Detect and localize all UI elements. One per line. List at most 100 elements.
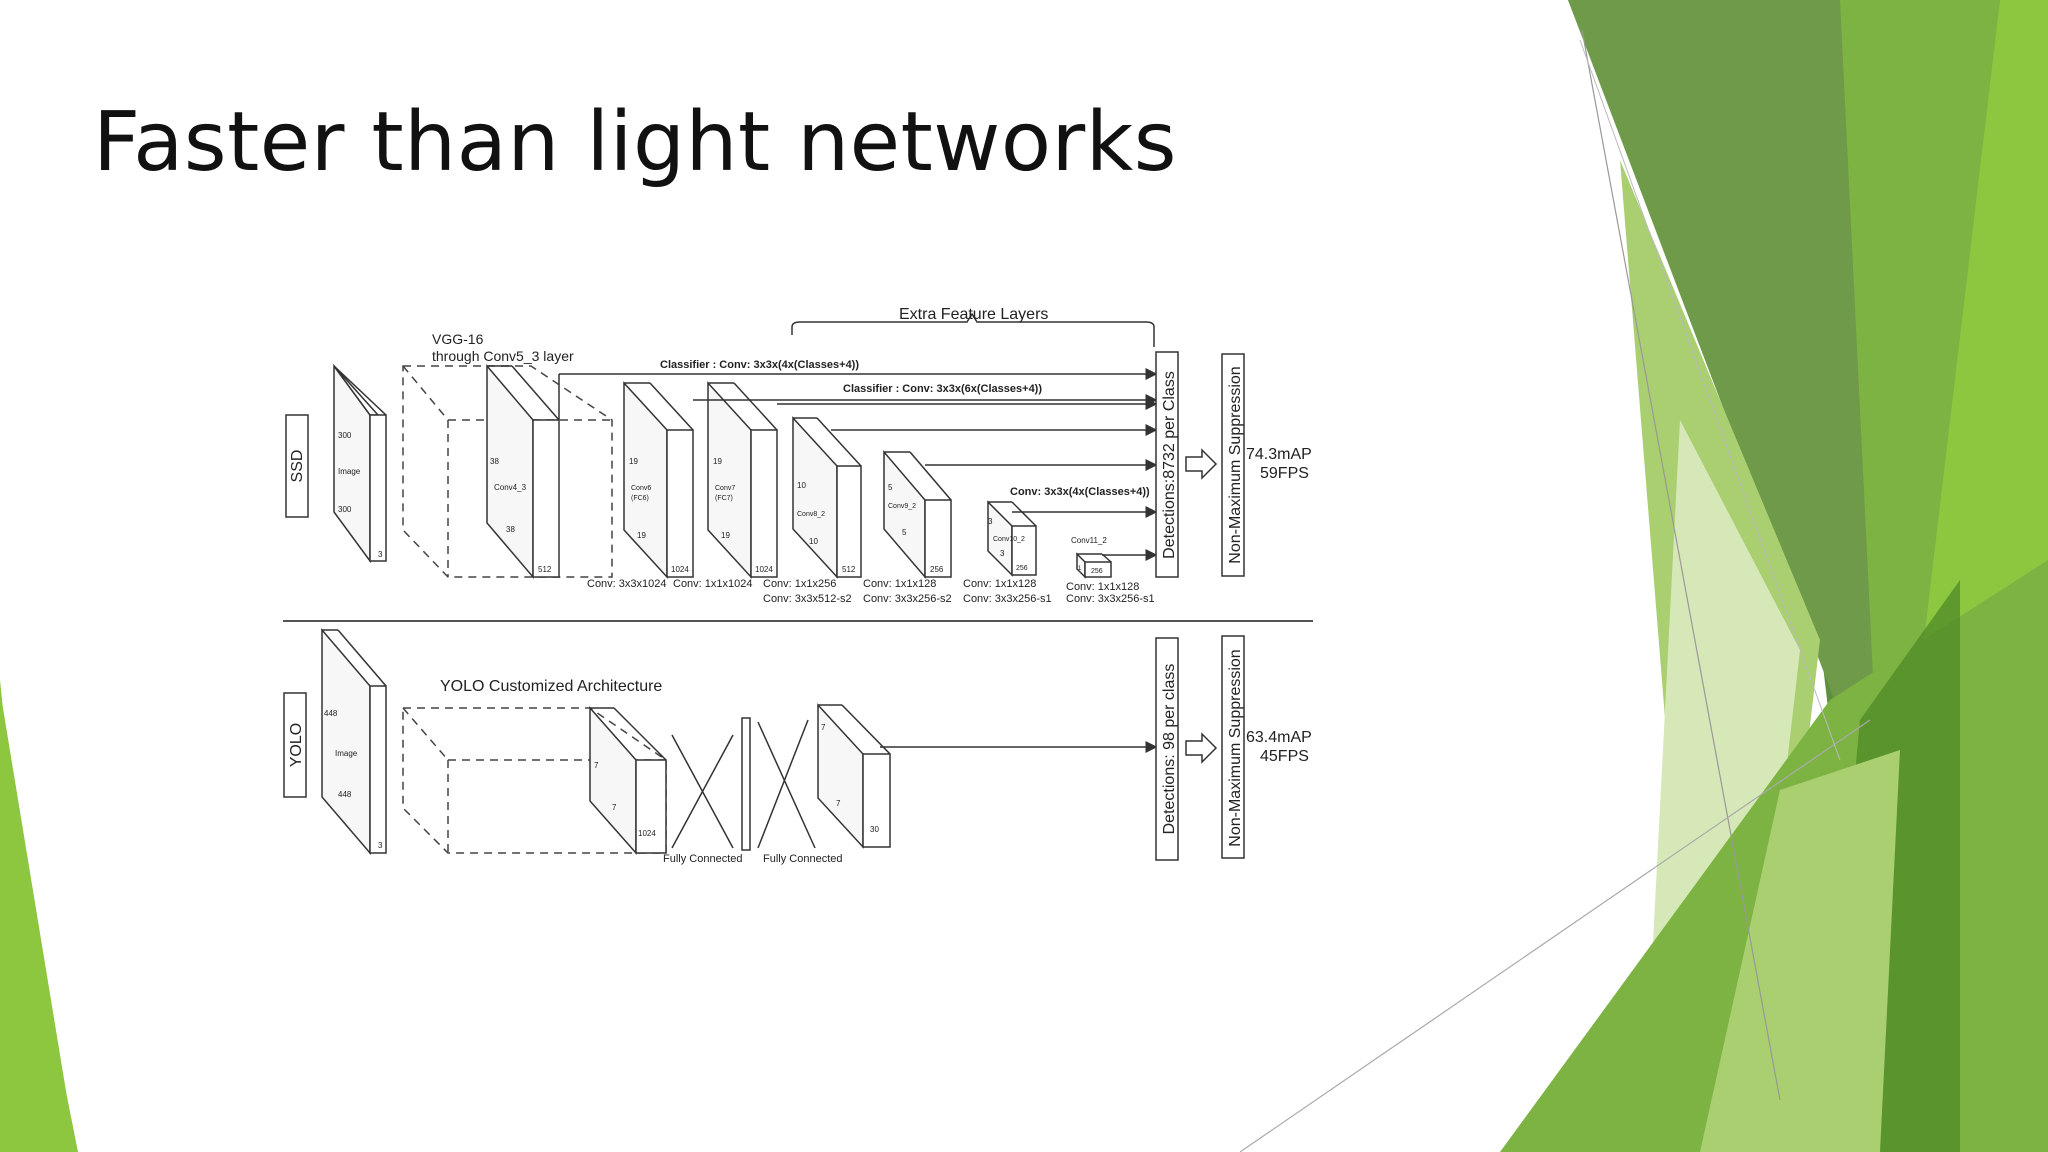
ssd-input-bottom-label: 300 bbox=[338, 505, 352, 514]
ssd-bottom-1: Conv: 3x3x1024 bbox=[587, 578, 667, 590]
conv11-label: Conv11_2 bbox=[1071, 536, 1107, 545]
ssd-bottom-3a: Conv: 1x1x256 bbox=[763, 578, 836, 590]
classifier-label-1: Classifier : Conv: 3x3x(4x(Classes+4)) bbox=[660, 359, 859, 371]
yolo-conv-block bbox=[589, 706, 637, 855]
conv7-block bbox=[707, 381, 752, 579]
facet bbox=[1700, 750, 1900, 1152]
facet bbox=[1568, 0, 1920, 820]
facet bbox=[1840, 0, 2000, 820]
conv4-depth-label: 512 bbox=[538, 565, 552, 574]
ssd-bottom-5a: Conv: 1x1x128 bbox=[963, 578, 1036, 590]
ssd-bottom-4b: Conv: 3x3x256-s2 bbox=[863, 593, 952, 605]
vgg-label-1: VGG-16 bbox=[432, 331, 484, 347]
conv6-top-label: 19 bbox=[629, 457, 638, 466]
classifier-label-3: Conv: 3x3x(4x(Classes+4)) bbox=[1010, 486, 1150, 498]
ssd-input-depth-label: 3 bbox=[378, 550, 383, 559]
conv6-front bbox=[666, 429, 694, 578]
conv6-mid2-label: (FC6) bbox=[631, 495, 649, 502]
conv8-block bbox=[792, 416, 838, 579]
yolo-out-front bbox=[862, 753, 891, 848]
conv7-mid1-label: Conv7 bbox=[715, 485, 735, 492]
ssd-bottom-4a: Conv: 1x1x128 bbox=[863, 578, 936, 590]
conv7-front bbox=[750, 429, 778, 578]
conv11-depth-label: 256 bbox=[1091, 568, 1103, 575]
conv8-depth-label: 512 bbox=[842, 565, 856, 574]
vgg-dashed-box bbox=[402, 365, 613, 578]
conv7-depth-label: 1024 bbox=[755, 565, 773, 574]
conv9-bottom-label: 5 bbox=[902, 528, 907, 537]
extra-feature-label: Extra Feature Layers bbox=[899, 306, 1048, 323]
conv7-top-label: 19 bbox=[713, 457, 722, 466]
yolo-input-block bbox=[321, 627, 371, 856]
yolo-nms-box bbox=[1221, 635, 1245, 859]
conv10-mid-label: Conv10_2 bbox=[993, 536, 1025, 543]
fc-label-1: Fully Connected bbox=[663, 853, 743, 865]
conv10-depth-label: 256 bbox=[1016, 565, 1028, 572]
yolo-input-mid-label: Image bbox=[335, 749, 358, 758]
conv7-bottom-label: 19 bbox=[721, 531, 730, 540]
ssd-section: SSD 300 Image 300 3 VGG-16 through Conv5… bbox=[285, 306, 1312, 605]
thin-line bbox=[1239, 719, 1871, 1152]
yolo-detections-box bbox=[1155, 637, 1179, 861]
ssd-detections-box bbox=[1155, 351, 1179, 578]
conv7-mid2-label: (FC7) bbox=[715, 495, 733, 502]
yolo-conv-depth-label: 1024 bbox=[638, 829, 656, 838]
ssd-nms-arrow bbox=[1185, 448, 1218, 480]
conv9-front bbox=[924, 499, 952, 578]
ssd-tag: SSD bbox=[289, 450, 306, 483]
ssd-bottom-3b: Conv: 3x3x512-s2 bbox=[763, 593, 852, 605]
ssd-bottom-6b: Conv: 3x3x256-s1 bbox=[1066, 593, 1155, 605]
ssd-nms-label: Non-Maximum Suppression bbox=[1227, 366, 1244, 563]
ssd-input-mid-label: Image bbox=[338, 467, 361, 476]
yolo-nms-label: Non-Maximum Suppression bbox=[1227, 649, 1244, 846]
conv4-block bbox=[486, 363, 534, 580]
classifier-label-2: Classifier : Conv: 3x3x(6x(Classes+4)) bbox=[843, 383, 1042, 395]
ssd-bottom-5b: Conv: 3x3x256-s1 bbox=[963, 593, 1052, 605]
fc-label-2: Fully Connected bbox=[763, 853, 843, 865]
conv10-bottom-label: 3 bbox=[1000, 549, 1005, 558]
conv6-depth-label: 1024 bbox=[671, 565, 689, 574]
yolo-tag: YOLO bbox=[288, 723, 305, 767]
conv10-front bbox=[1011, 525, 1037, 576]
extra-feature-brace bbox=[791, 312, 1155, 347]
conv8-mid-label: Conv8_2 bbox=[797, 511, 825, 518]
conv9-depth-label: 256 bbox=[930, 565, 944, 574]
conv11-side-label: 1 bbox=[1078, 566, 1082, 572]
conv11-front bbox=[1084, 561, 1112, 578]
conv6-mid1-label: Conv6 bbox=[631, 485, 651, 492]
conv9-block bbox=[883, 449, 926, 580]
yolo-tag-box bbox=[283, 692, 307, 798]
yolo-conv-front bbox=[635, 759, 667, 854]
conv9-mid-label: Conv9_2 bbox=[888, 503, 916, 510]
ssd-bottom-2: Conv: 1x1x1024 bbox=[673, 578, 753, 590]
ssd-bottom-6a: Conv: 1x1x128 bbox=[1066, 581, 1139, 593]
conv10-top-label: 3 bbox=[988, 517, 993, 526]
conv8-front bbox=[836, 465, 862, 578]
ssd-map: 74.3mAP bbox=[1246, 446, 1312, 463]
yolo-section: YOLO 448 Image 448 3 YOLO Customized Arc… bbox=[283, 627, 1312, 865]
yolo-out-depth-label: 30 bbox=[870, 825, 879, 834]
yolo-conv-bottom-label: 7 bbox=[612, 803, 617, 812]
slide-title: Faster than light networks bbox=[93, 95, 1177, 190]
facet bbox=[0, 690, 76, 1152]
conv9-top-label: 5 bbox=[888, 483, 893, 492]
yolo-input-front bbox=[369, 685, 387, 854]
ssd-tag-box bbox=[285, 414, 309, 518]
fc-layer bbox=[741, 717, 751, 851]
yolo-fps: 45FPS bbox=[1260, 748, 1309, 765]
yolo-out-bottom-label: 7 bbox=[836, 799, 841, 808]
conv4-mid-label: Conv4_3 bbox=[494, 483, 527, 492]
conv4-front bbox=[532, 419, 560, 578]
fc-line bbox=[757, 719, 809, 849]
yolo-conv-top-label: 7 bbox=[594, 761, 599, 770]
ssd-input-top-label: 300 bbox=[338, 431, 352, 440]
yolo-input-top-label: 448 bbox=[324, 709, 338, 718]
yolo-input-depth-label: 3 bbox=[378, 841, 383, 850]
thin-line bbox=[1581, 29, 1781, 1101]
conv8-bottom-label: 10 bbox=[809, 537, 818, 546]
ssd-input-front bbox=[369, 414, 387, 562]
yolo-out-top-label: 7 bbox=[821, 723, 826, 732]
